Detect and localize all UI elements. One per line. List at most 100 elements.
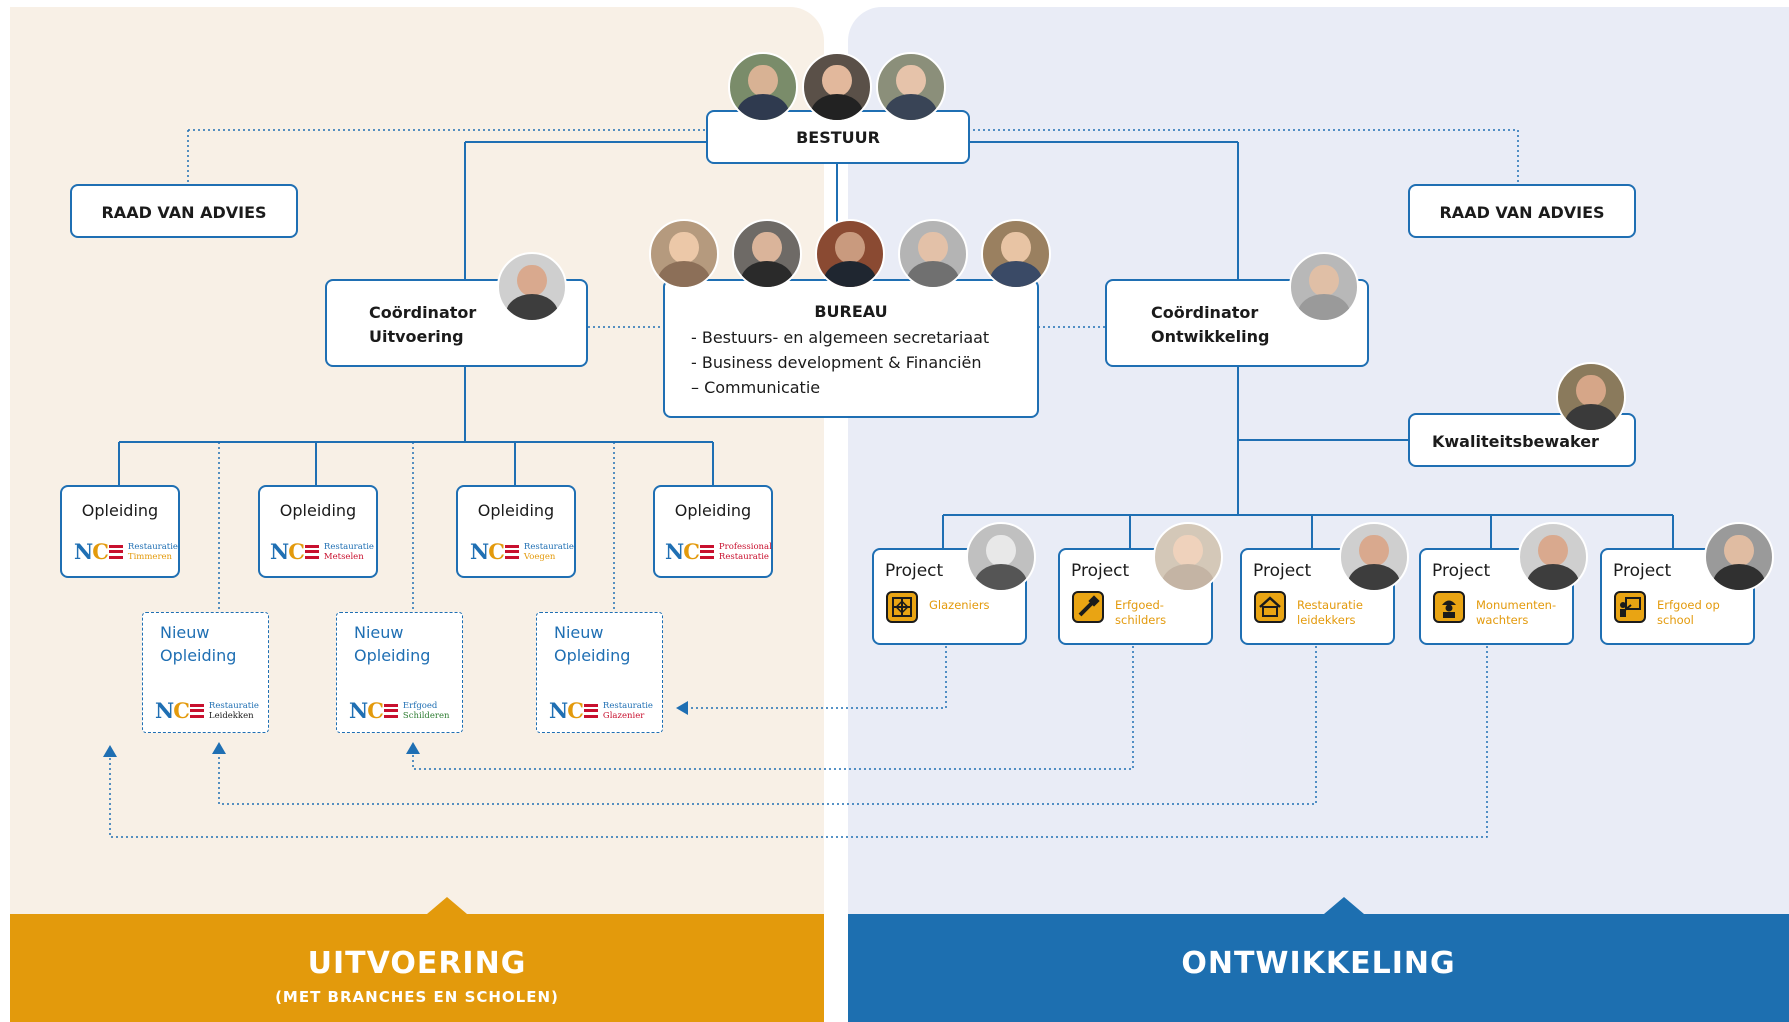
project-sub-1: Monumenten-	[1476, 598, 1557, 612]
logo-line-1: Restauratie	[208, 700, 259, 711]
project-sub-2: leidekkers	[1297, 613, 1356, 627]
quality-guard-label: Kwaliteitsbewaker	[1432, 432, 1599, 451]
arrow-to-leidekken	[212, 742, 226, 754]
coordinator-ontwikkeling-line2: Ontwikkeling	[1151, 327, 1270, 346]
opleiding-label: Opleiding	[477, 501, 555, 520]
project-label: Project	[1613, 561, 1672, 581]
ontwikkeling-title: ONTWIKKELING	[1181, 946, 1456, 981]
bureau-staff-photo-2	[732, 219, 802, 289]
ontwikkeling-band: ONTWIKKELING	[848, 897, 1789, 1022]
project-erfgoedschilders: Project Erfgoed- schilders	[1058, 548, 1213, 645]
new-opleiding-line1: Nieuw	[160, 623, 210, 642]
uitvoering-subtitle: (MET BRANCHES EN SCHOLEN)	[275, 988, 559, 1006]
bureau-box: BUREAU - Bestuurs- en algemeen secretari…	[663, 279, 1039, 418]
project-label: Project	[1253, 561, 1312, 581]
opleiding-label: Opleiding	[674, 501, 752, 520]
logo-line-2: Voegen	[523, 551, 556, 562]
logo-line-1: Restauratie	[602, 700, 653, 711]
logo-line-2: Metselen	[323, 551, 364, 562]
project-sub-2: schilders	[1115, 613, 1167, 627]
bureau-item-1: - Bestuurs- en algemeen secretariaat	[691, 328, 990, 347]
new-opleiding-line1: Nieuw	[354, 623, 404, 642]
bureau-title: BUREAU	[814, 302, 888, 321]
paintbrush-icon	[1072, 591, 1104, 623]
project-erfgoedschilders-photo	[1153, 522, 1223, 592]
teacher-icon	[1614, 591, 1646, 623]
new-opleiding-line2: Opleiding	[354, 646, 431, 665]
uitvoering-title: UITVOERING	[307, 946, 527, 981]
project-sub-1: Erfgoed-	[1115, 598, 1164, 612]
logo-line-2: Leidekken	[208, 710, 254, 721]
new-opleiding-line2: Opleiding	[554, 646, 631, 665]
bureau-item-2: - Business development & Financiën	[691, 353, 982, 372]
project-monumentenwachters: Project Monumenten- wachters	[1419, 548, 1574, 645]
arrow-to-new-program	[103, 745, 117, 757]
project-monumentenwachters-photo	[1518, 522, 1588, 592]
coordinator-uitvoering-photo	[497, 252, 567, 322]
logo-line-2: Timmeren	[127, 551, 173, 562]
project-sub-2: school	[1657, 613, 1694, 627]
project-sub-1: Restauratie	[1297, 598, 1363, 612]
board-member-photo-2	[802, 52, 872, 122]
stained-glass-icon	[886, 591, 918, 623]
logo-line-1: Restauratie	[323, 541, 374, 552]
coordinator-ontwikkeling-line1: Coördinator	[1151, 303, 1259, 322]
new-opleiding-line1: Nieuw	[554, 623, 604, 642]
new-opleiding-line2: Opleiding	[160, 646, 237, 665]
bureau-item-3: – Communicatie	[691, 378, 821, 397]
quality-guard-photo	[1556, 362, 1626, 432]
arrow-to-schilderen	[406, 742, 420, 754]
coordinator-ontwikkeling-box: Coördinator Ontwikkeling	[1105, 279, 1369, 367]
band-notch	[427, 897, 467, 914]
board-member-photo-1	[728, 52, 798, 122]
board-label: BESTUUR	[796, 128, 880, 147]
bureau-staff-photo-1	[649, 219, 719, 289]
opleiding-label: Opleiding	[81, 501, 159, 520]
arrow-to-glazenier	[676, 701, 688, 715]
logo-line-2: Restauratie	[718, 551, 769, 562]
band-notch	[1324, 897, 1364, 914]
advisory-right-label: RAAD VAN ADVIES	[1439, 203, 1605, 222]
logo-line-1: Erfgoed	[402, 700, 438, 711]
project-label: Project	[1432, 561, 1491, 581]
advisory-board-right: RAAD VAN ADVIES	[1408, 184, 1636, 238]
project-erfgoed-op-school-photo	[1704, 522, 1774, 592]
coordinator-uitvoering-line1: Coördinator	[369, 303, 477, 322]
project-glazeniers: Project Glazeniers	[872, 548, 1027, 645]
project-sub-1: Glazeniers	[929, 598, 990, 612]
project-sub-1: Erfgoed op	[1657, 598, 1720, 612]
advisory-board-left: RAAD VAN ADVIES	[70, 184, 298, 238]
logo-line-1: Restauratie	[127, 541, 178, 552]
coordinator-ontwikkeling-photo	[1289, 252, 1359, 322]
coordinator-uitvoering-line2: Uitvoering	[369, 327, 464, 346]
opleiding-label: Opleiding	[279, 501, 357, 520]
project-glazeniers-photo	[966, 522, 1036, 592]
bureau-staff-photo-3	[815, 219, 885, 289]
advisory-left-label: RAAD VAN ADVIES	[101, 203, 267, 222]
project-label: Project	[1071, 561, 1130, 581]
project-label: Project	[885, 561, 944, 581]
project-sub-2: wachters	[1476, 613, 1529, 627]
logo-line-2: Schilderen	[402, 710, 450, 721]
worker-icon	[1433, 591, 1465, 623]
logo-line-2: Glazenier	[602, 710, 645, 721]
bureau-staff-photo-5	[981, 219, 1051, 289]
project-leidekkers-photo	[1339, 522, 1409, 592]
logo-line-1: Professional	[718, 541, 772, 552]
roof-icon	[1254, 591, 1286, 623]
bureau-staff-photo-4	[898, 219, 968, 289]
